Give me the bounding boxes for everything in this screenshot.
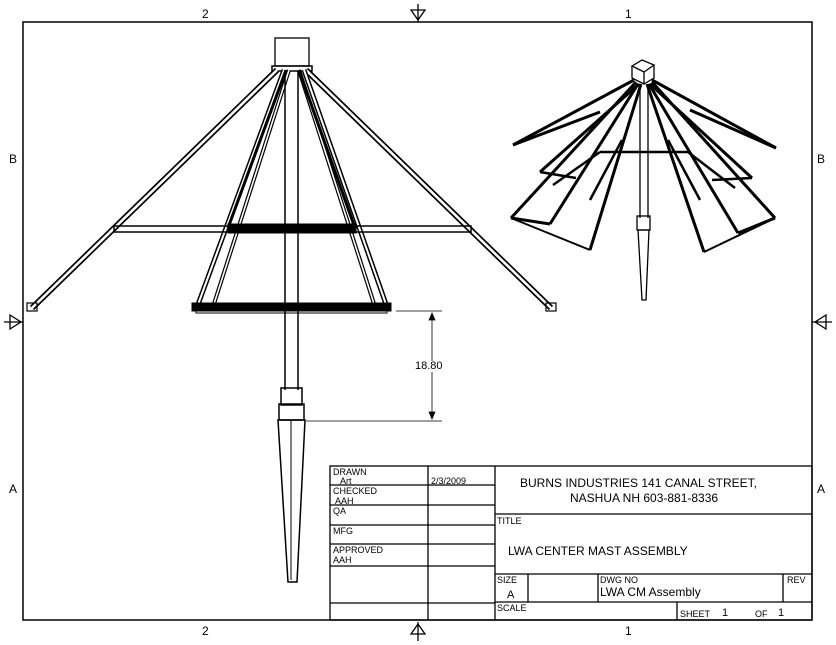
checked-by: AAH bbox=[335, 496, 354, 506]
center-mark-right bbox=[812, 313, 832, 331]
center-mark-left bbox=[4, 313, 23, 331]
sheet-number: 1 bbox=[722, 607, 729, 619]
drawing-title: LWA CENTER MAST ASSEMBLY bbox=[508, 544, 688, 558]
company-line-1: BURNS INDUSTRIES 141 CANAL STREET, bbox=[520, 476, 757, 490]
rev-label: REV bbox=[787, 575, 806, 585]
zone-bottom-2: 2 bbox=[202, 624, 209, 638]
center-mark-bottom bbox=[409, 622, 427, 641]
center-mark-top bbox=[409, 4, 427, 22]
ground-stake bbox=[277, 419, 306, 583]
zone-bottom-1: 1 bbox=[625, 624, 632, 638]
zone-top-1: 1 bbox=[625, 7, 632, 21]
stake-sleeve bbox=[280, 387, 303, 406]
dimension-18-80 bbox=[306, 310, 442, 422]
mast-cap bbox=[274, 37, 310, 67]
size-label: SIZE bbox=[497, 575, 518, 585]
drawn-label: DRAWN bbox=[333, 467, 367, 477]
company-line-2: NASHUA NH 603-881-8336 bbox=[570, 491, 719, 505]
sheet-label: SHEET bbox=[680, 609, 711, 619]
drawn-by: Art bbox=[340, 476, 352, 486]
approved-label: APPROVED bbox=[333, 545, 384, 555]
zone-right-a: A bbox=[817, 482, 826, 496]
mfg-label: MFG bbox=[333, 526, 353, 536]
zone-left-b: B bbox=[9, 152, 18, 166]
dimension-value: 18.80 bbox=[414, 360, 444, 372]
of-label: OF bbox=[755, 609, 768, 619]
dwg-no-value: LWA CM Assembly bbox=[600, 585, 701, 599]
scale-label: SCALE bbox=[497, 603, 527, 613]
qa-label: QA bbox=[333, 506, 347, 516]
isometric-view bbox=[509, 59, 777, 301]
checked-label: CHECKED bbox=[333, 486, 378, 496]
zone-top-2: 2 bbox=[202, 7, 209, 21]
approved-by: AAH bbox=[333, 555, 352, 565]
zone-right-b: B bbox=[817, 152, 826, 166]
sheet-total: 1 bbox=[778, 607, 785, 619]
title-block bbox=[329, 465, 813, 621]
zone-left-a: A bbox=[9, 482, 18, 496]
drawn-date: 2/3/2009 bbox=[431, 476, 467, 486]
title-label: TITLE bbox=[497, 516, 522, 526]
front-view bbox=[26, 37, 557, 583]
dwg-no-label: DWG NO bbox=[600, 575, 638, 585]
size-value: A bbox=[507, 589, 515, 601]
mast-collar bbox=[271, 65, 313, 72]
